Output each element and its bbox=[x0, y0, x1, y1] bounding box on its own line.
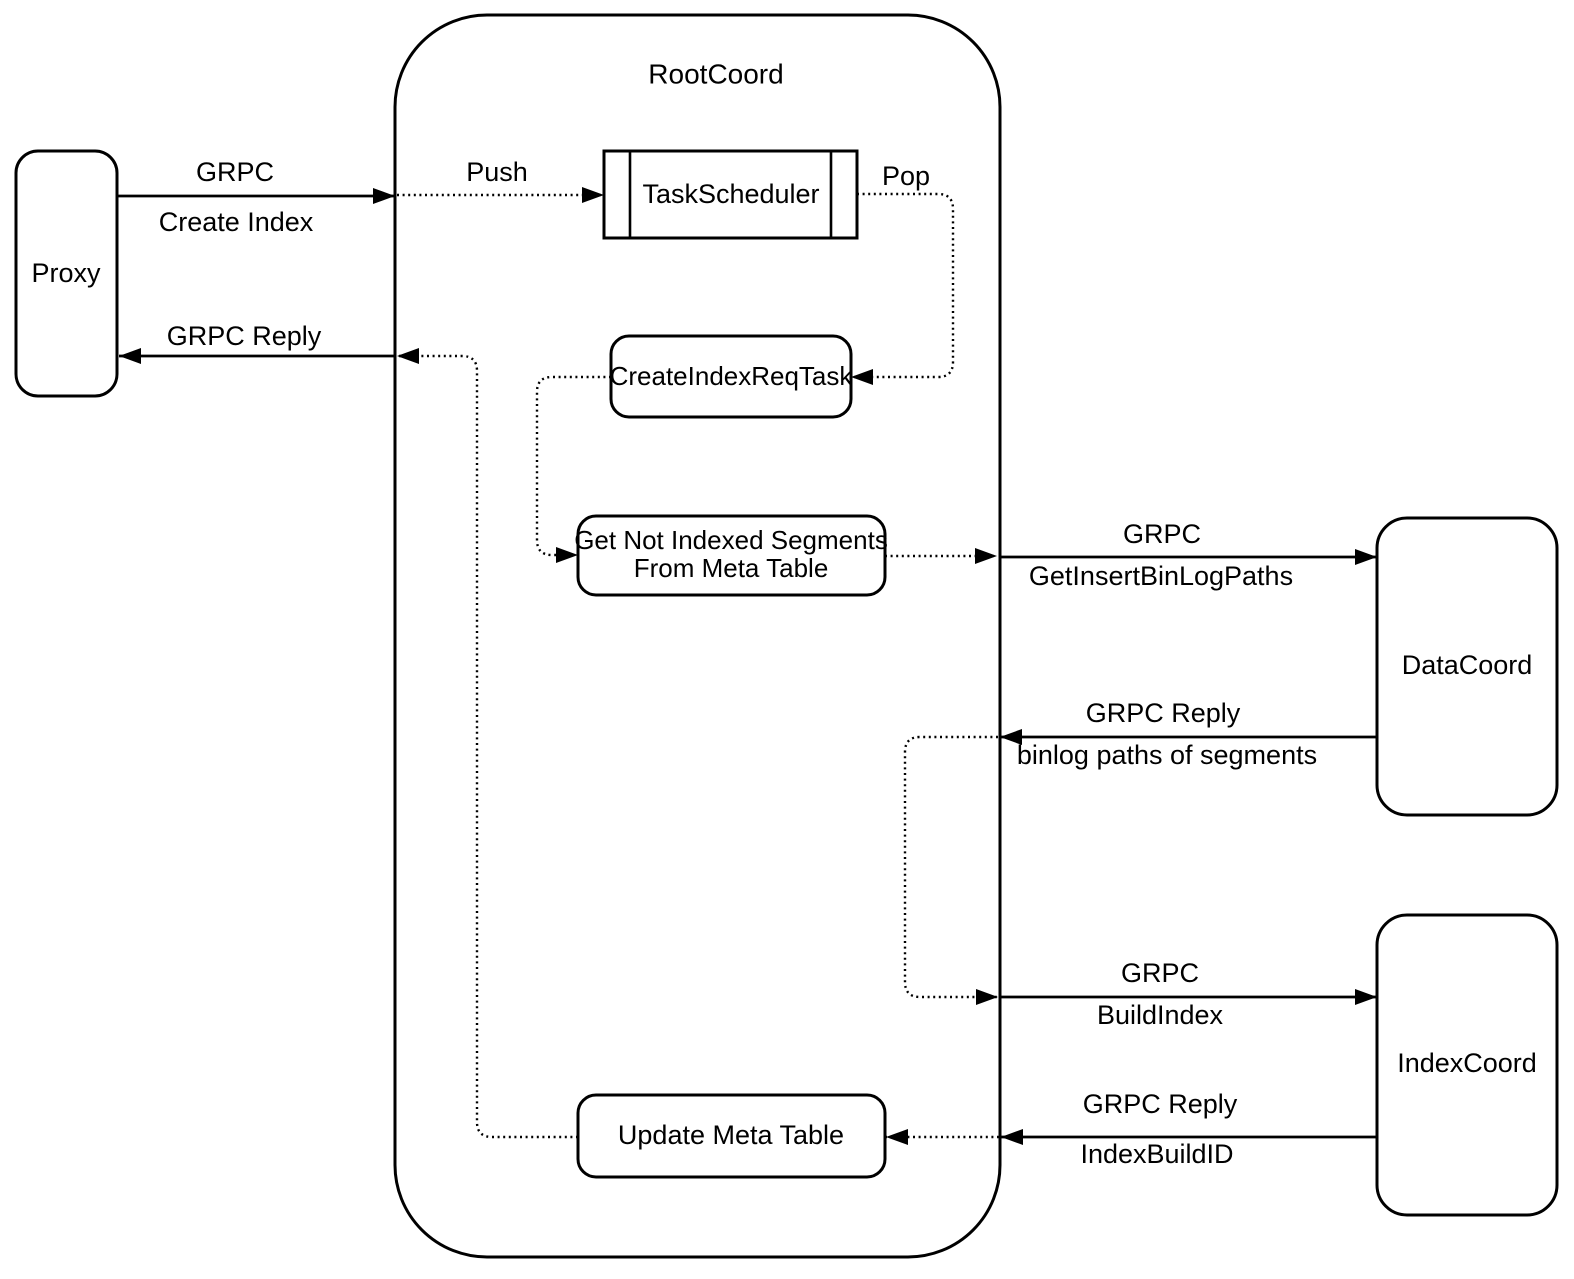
edge-label-grpc-reply-2: GRPC Reply bbox=[1086, 698, 1241, 728]
edge-create-task-to-get-segments bbox=[535, 375, 611, 563]
proxy-node bbox=[14, 149, 119, 398]
edge-update-meta-to-reply bbox=[397, 348, 578, 1139]
rootcoord-label: RootCoord bbox=[648, 58, 783, 89]
edge-label-grpc-3: GRPC bbox=[1121, 958, 1199, 988]
edge-pop bbox=[851, 192, 955, 385]
edge-label-binlog-paths: binlog paths of segments bbox=[1017, 740, 1317, 770]
edge-label-push: Push bbox=[466, 157, 528, 187]
edge-label-buildindex: BuildIndex bbox=[1097, 1000, 1224, 1030]
rootcoord-container bbox=[393, 13, 1002, 1259]
indexcoord-node bbox=[1375, 913, 1559, 1217]
task-scheduler-node bbox=[602, 149, 859, 240]
edge-label-grpc-reply: GRPC Reply bbox=[167, 321, 322, 351]
update-meta-table-label: Update Meta Table bbox=[618, 1120, 844, 1150]
edge-label-pop: Pop bbox=[882, 161, 930, 191]
proxy-label: Proxy bbox=[31, 258, 101, 288]
create-index-req-task-label: CreateIndexReqTask bbox=[610, 361, 854, 391]
update-meta-table-node bbox=[576, 1093, 887, 1179]
edge-label-create-index: Create Index bbox=[159, 207, 314, 237]
indexcoord-label: IndexCoord bbox=[1397, 1048, 1537, 1078]
task-scheduler-label: TaskScheduler bbox=[642, 179, 819, 209]
create-index-req-task-node bbox=[609, 334, 853, 419]
edge-binlog-to-buildindex-loop bbox=[903, 735, 998, 1005]
get-not-indexed-label-line1: Get Not Indexed Segments bbox=[574, 525, 888, 555]
edge-label-indexbuildid: IndexBuildID bbox=[1080, 1139, 1233, 1169]
datacoord-label: DataCoord bbox=[1402, 650, 1533, 680]
edge-label-grpc-2: GRPC bbox=[1123, 519, 1201, 549]
datacoord-node bbox=[1375, 516, 1559, 817]
edge-label-getinsertbinlogpaths: GetInsertBinLogPaths bbox=[1029, 561, 1293, 591]
edge-label-grpc-reply-3: GRPC Reply bbox=[1083, 1089, 1238, 1119]
get-not-indexed-label-line2: From Meta Table bbox=[634, 553, 829, 583]
get-not-indexed-node bbox=[576, 514, 887, 597]
edge-label-grpc: GRPC bbox=[196, 157, 274, 187]
